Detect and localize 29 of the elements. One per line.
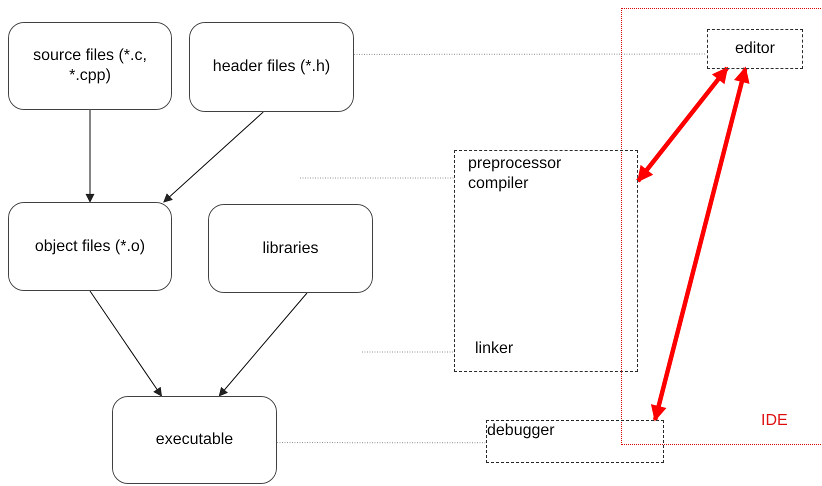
node-label: libraries (262, 238, 318, 258)
node-label: object files (*.o) (34, 236, 146, 256)
process-box (8, 22, 172, 110)
connector-line (300, 177, 454, 178)
arrow (163, 112, 264, 203)
process-box (112, 396, 277, 484)
ide-region (621, 8, 822, 445)
region-label: IDE (761, 411, 788, 431)
arrow (636, 66, 729, 182)
connector-line (276, 442, 486, 444)
tool-box (454, 150, 638, 372)
node-label: source files (*.c, *.cpp) (32, 46, 148, 86)
node-label: preprocessor compiler (468, 154, 562, 194)
node-label: linker (475, 339, 514, 359)
node-label: debugger (487, 422, 555, 439)
connector-line (354, 54, 706, 55)
arrow (650, 66, 750, 422)
arrow (90, 290, 162, 397)
process-box (208, 204, 373, 293)
tool-box (486, 420, 664, 463)
node-label: header files (*.h) (212, 57, 330, 77)
node-label: executable (156, 430, 234, 450)
process-box (189, 22, 354, 112)
node-label: editor (734, 39, 776, 59)
arrow (86, 110, 94, 203)
tool-box (707, 29, 803, 69)
connector-line (362, 352, 454, 353)
process-box (8, 202, 172, 291)
arrow (218, 292, 308, 397)
